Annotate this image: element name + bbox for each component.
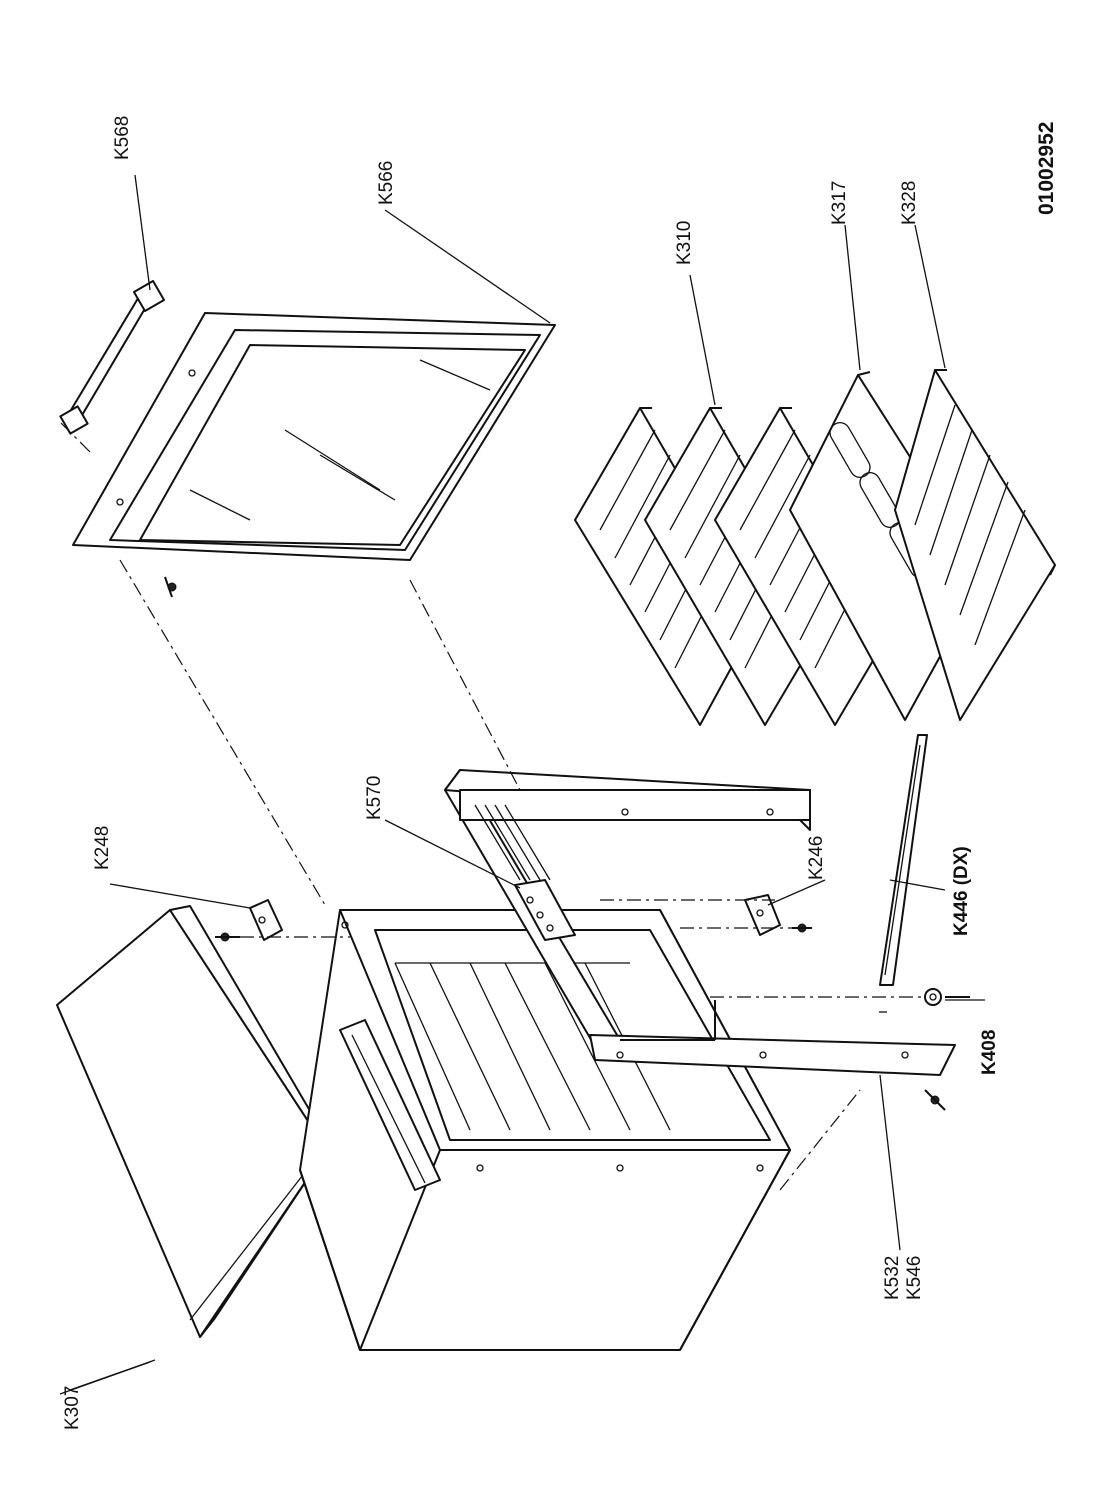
door-stop-part: [164, 576, 970, 1111]
hinge-top-part: [215, 899, 283, 942]
label-k408: K408: [979, 1030, 1000, 1075]
label-k566: K566: [376, 161, 397, 205]
gasket-strip-part: [879, 734, 928, 1013]
cabinet-body-part: [299, 909, 791, 1351]
label-k307: K307: [62, 1386, 83, 1430]
label-k570: K570: [364, 776, 385, 820]
part-labels: K307 K248 K570 K246 K446 (DX) K408 K532 …: [62, 116, 1058, 1430]
label-k248: K248: [92, 826, 113, 870]
drawing-number: 01002952: [1035, 122, 1058, 215]
door-handle-part: [59, 279, 166, 435]
label-k532: K532: [882, 1256, 903, 1300]
label-k546: K546: [904, 1256, 925, 1300]
wire-shelf-part-4: [894, 369, 1056, 721]
top-cover-part: [56, 905, 331, 1395]
label-k246: K246: [806, 836, 827, 880]
label-k310: K310: [674, 221, 695, 265]
label-k328: K328: [899, 181, 920, 225]
label-k446: K446 (DX): [951, 846, 972, 936]
leader-lines: [69, 174, 985, 1391]
glass-door-part: [72, 312, 556, 561]
assembly-lines: [59, 421, 925, 1191]
control-frame-part: [444, 769, 956, 1076]
hinge-bottom-part: [744, 894, 812, 936]
label-k317: K317: [829, 181, 850, 225]
label-k568: K568: [112, 116, 133, 160]
